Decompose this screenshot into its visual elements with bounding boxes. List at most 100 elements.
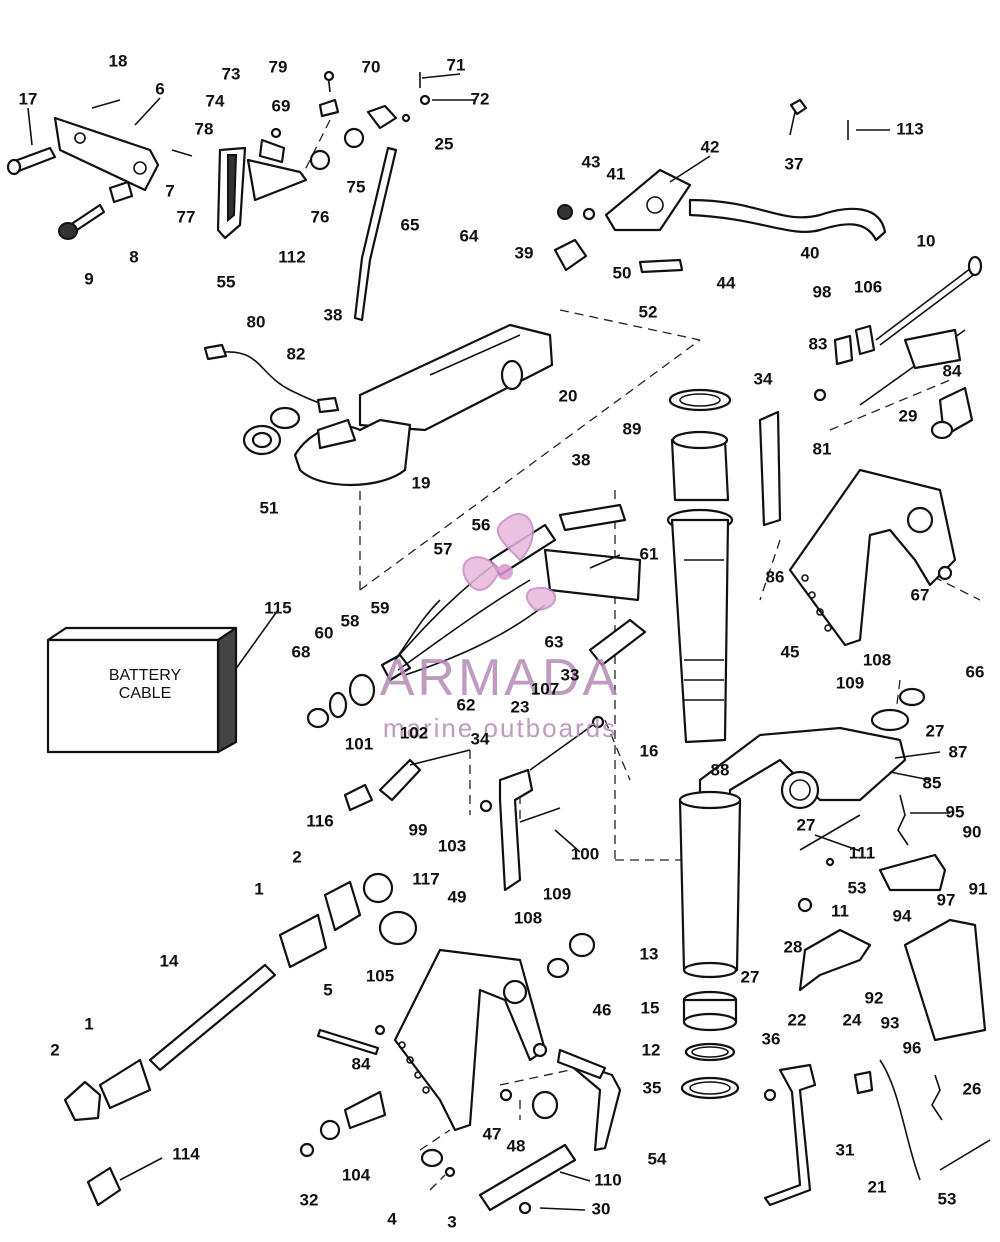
callout-number: 85 xyxy=(923,773,942,792)
callout-number: 109 xyxy=(543,884,571,903)
callout-number: 115 xyxy=(264,598,291,617)
callout-number: 27 xyxy=(797,815,816,834)
watermark-tagline: marine outboards xyxy=(383,713,617,743)
callout-number: 1 xyxy=(254,879,263,898)
callout-number: 84 xyxy=(943,361,962,380)
callout-number: 46 xyxy=(593,1000,612,1019)
callout-number: 27 xyxy=(926,721,945,740)
callout-number: 64 xyxy=(460,226,479,245)
callout-number: 73 xyxy=(222,64,241,83)
callout-number: 108 xyxy=(863,650,891,669)
callout-number: 60 xyxy=(315,623,334,642)
callout-number: 111 xyxy=(849,843,876,862)
mounting-bracket-77 xyxy=(216,138,308,240)
callout-number: 96 xyxy=(903,1038,922,1057)
callout-number: 44 xyxy=(717,273,736,292)
callout-number: 57 xyxy=(434,539,453,558)
callout-number: 75 xyxy=(347,177,366,196)
wiring-harness xyxy=(306,503,647,729)
callout-number: 107 xyxy=(531,679,559,698)
callout-number: 63 xyxy=(545,632,564,651)
callout-number: 80 xyxy=(247,312,266,331)
battery-cable-box: BATTERY CABLE xyxy=(46,626,238,754)
callout-number: 27 xyxy=(741,967,760,986)
watermark-brand: ARMADA xyxy=(380,649,620,707)
callout-number: 71 xyxy=(447,55,466,74)
callout-number: 97 xyxy=(937,890,956,909)
callout-number: 12 xyxy=(642,1040,661,1059)
bushings-and-rings xyxy=(680,990,740,1100)
callout-number: 101 xyxy=(345,734,373,753)
callout-number: 9 xyxy=(84,269,93,288)
callout-number: 89 xyxy=(623,419,642,438)
callout-number: 67 xyxy=(911,585,930,604)
callout-number: 82 xyxy=(287,344,306,363)
callout-number: 21 xyxy=(868,1177,887,1196)
small-fasteners-top xyxy=(270,70,431,171)
callout-number: 58 xyxy=(341,611,360,630)
callout-number: 45 xyxy=(781,642,800,661)
callout-number: 66 xyxy=(966,662,985,681)
callout-number: 94 xyxy=(893,906,912,925)
callout-number: 74 xyxy=(206,91,225,110)
callout-number: 24 xyxy=(843,1010,862,1029)
callout-number: 2 xyxy=(292,847,301,866)
callout-number: 16 xyxy=(640,741,659,760)
callout-number: 32 xyxy=(300,1190,319,1209)
callout-number: 34 xyxy=(471,729,490,748)
callout-number: 3 xyxy=(447,1212,456,1231)
callout-number: 83 xyxy=(809,334,828,353)
callout-number: 15 xyxy=(641,998,660,1017)
tilt-lever-103 xyxy=(343,715,605,1036)
callout-number: 13 xyxy=(640,944,659,963)
shift-lever-linkage xyxy=(6,99,193,240)
callout-number: 38 xyxy=(572,450,591,469)
callout-number: 103 xyxy=(438,836,466,855)
callout-number: 2 xyxy=(50,1040,59,1059)
callout-number: 30 xyxy=(592,1199,611,1218)
callout-number: 61 xyxy=(640,544,659,563)
callout-number: 90 xyxy=(963,822,982,841)
callout-number: 59 xyxy=(371,598,390,617)
callout-number: 26 xyxy=(963,1079,982,1098)
callout-number: 117 xyxy=(412,869,439,888)
callout-number: 100 xyxy=(571,844,599,863)
callout-number: 76 xyxy=(311,207,330,226)
callout-number: 72 xyxy=(471,89,490,108)
callout-number: 1 xyxy=(84,1014,93,1033)
callout-number: 38 xyxy=(324,305,343,324)
callout-number: 65 xyxy=(401,215,420,234)
callout-number: 43 xyxy=(582,152,601,171)
callout-number: 93 xyxy=(881,1013,900,1032)
callout-number: 49 xyxy=(448,887,467,906)
callout-number: 109 xyxy=(836,673,864,692)
callout-number: 95 xyxy=(946,802,965,821)
callout-number: 77 xyxy=(177,207,196,226)
callout-number: 48 xyxy=(507,1136,526,1155)
callout-number: 17 xyxy=(19,89,38,108)
steering-bracket-42 xyxy=(553,168,887,274)
callout-number: 92 xyxy=(865,988,884,1007)
callout-number: 53 xyxy=(938,1189,957,1208)
callout-number: 51 xyxy=(260,498,279,517)
callout-number: 102 xyxy=(400,723,428,742)
callout-number: 52 xyxy=(639,302,658,321)
callout-number: 68 xyxy=(292,642,311,661)
stern-bracket-49 xyxy=(393,948,548,1132)
callout-number: 42 xyxy=(701,137,720,156)
callout-number: 113 xyxy=(896,119,923,138)
callout-number: 78 xyxy=(195,119,214,138)
callout-number: 112 xyxy=(278,247,305,266)
callout-number: 88 xyxy=(711,760,730,779)
callout-number: 98 xyxy=(813,282,832,301)
callout-number: 108 xyxy=(514,908,542,927)
reverse-lock-linkage xyxy=(763,794,991,1207)
callout-number: 10 xyxy=(917,231,936,250)
clamp-screw-14 xyxy=(63,872,418,1207)
callout-number: 84 xyxy=(352,1054,371,1073)
callout-number: 6 xyxy=(155,79,164,98)
callout-number: 29 xyxy=(899,406,918,425)
